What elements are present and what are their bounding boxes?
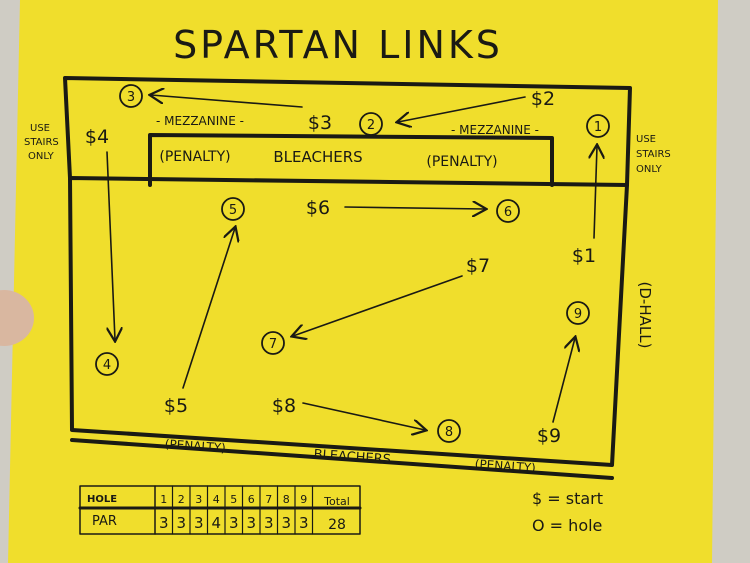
hole-number: 8: [445, 425, 453, 440]
scorecard-hole: 4: [213, 493, 220, 506]
scorecard-par: 3: [194, 514, 204, 532]
path-arrow-9: [552, 338, 575, 423]
path-arrow-1: [594, 146, 597, 239]
path-arrow-7: [293, 275, 463, 336]
use-stairs-left: USE STAIRS ONLY: [24, 123, 59, 162]
scorecard-par: 3: [176, 514, 186, 532]
mezzanine-outline: [63, 76, 632, 187]
hole-7-icon: [261, 331, 285, 355]
svg-text:STAIRS: STAIRS: [636, 149, 671, 160]
start-marker-6: $6: [306, 197, 330, 219]
scorecard-par: 3: [159, 514, 169, 532]
finger: [0, 290, 34, 346]
start-marker-5: $5: [164, 395, 188, 417]
scorecard-hole: 9: [300, 493, 307, 506]
main-floor-outline: [68, 176, 629, 467]
scorecard-par: 3: [299, 514, 309, 532]
scorecard-par-label: PAR: [92, 514, 117, 529]
hole-4-icon: [95, 352, 119, 376]
use-stairs-right: USE STAIRS ONLY: [636, 134, 671, 175]
penalty-label: (PENALTY): [426, 154, 497, 170]
scorecard-par: 3: [229, 514, 239, 532]
top-bleachers-box: [148, 133, 554, 187]
start-marker-1: $1: [572, 245, 596, 267]
start-marker-3: $3: [308, 112, 332, 134]
path-arrow-3: [151, 95, 303, 108]
hole-2-icon: [359, 112, 383, 136]
scorecard-par: 3: [281, 514, 291, 532]
bleachers-top-label: BLEACHERS: [273, 148, 362, 166]
hole-number: 7: [269, 337, 277, 352]
penalty-label: (PENALTY): [164, 437, 226, 455]
hole-5-icon: [221, 197, 245, 221]
hole-number: 4: [103, 358, 111, 373]
svg-text:ONLY: ONLY: [28, 151, 55, 162]
start-marker-8: $8: [272, 395, 296, 417]
hole-3-icon: [119, 84, 143, 108]
holes-and-starts: 1 2 3 4 5 6 7 8 9 $1 $2 $3 $4 $5 $6 $7 $8 $9: [85, 84, 610, 447]
penalty-label: (PENALTY): [474, 457, 536, 475]
start-marker-4: $4: [85, 126, 109, 148]
d-hall-label: (D-HALL): [636, 282, 654, 349]
bottom-bleachers-line: [70, 438, 614, 480]
svg-text:STAIRS: STAIRS: [24, 137, 59, 148]
scorecard-total-label: Total: [323, 495, 350, 508]
path-arrow-4: [106, 151, 115, 340]
bleachers-bottom-label: BLEACHERS: [313, 447, 391, 467]
walls: [63, 76, 632, 480]
map-title: SPARTAN LINKS: [173, 23, 503, 67]
hole-6-icon: [496, 199, 520, 223]
legend-start: $ = start: [532, 489, 603, 508]
start-marker-7: $7: [466, 255, 490, 277]
scorecard-par: 4: [211, 514, 221, 532]
scorecard-total-value: 28: [328, 517, 346, 533]
scorecard-hole: 5: [230, 493, 237, 506]
path-arrow-2: [398, 96, 526, 122]
scorecard-hole: 3: [195, 493, 202, 506]
start-marker-2: $2: [531, 88, 555, 110]
svg-text:ONLY: ONLY: [636, 164, 663, 175]
legend-hole: O = hole: [532, 516, 602, 535]
scorecard-par: 3: [246, 514, 256, 532]
scorecard-hole: 6: [248, 493, 255, 506]
path-arrow-6: [344, 207, 485, 209]
hole-9-icon: [566, 301, 590, 325]
hole-number: 1: [594, 120, 602, 135]
path-arrow-8: [302, 402, 425, 430]
paper-sheet: [8, 0, 718, 563]
path-arrow-5: [182, 228, 235, 389]
scorecard-hole-label: HOLE: [87, 494, 117, 505]
svg-text:USE: USE: [636, 134, 656, 145]
mezzanine-label-right: - MEZZANINE -: [451, 123, 539, 137]
scorecard-hole: 1: [160, 493, 167, 506]
hole-number: 2: [367, 118, 375, 133]
hole-8-icon: [437, 419, 461, 443]
scorecard-hole: 8: [283, 493, 290, 506]
hole-number: 9: [574, 307, 582, 322]
hole-number: 6: [504, 205, 512, 220]
penalty-label: (PENALTY): [159, 149, 230, 165]
mezzanine-label-left: - MEZZANINE -: [156, 114, 244, 128]
hole-number: 3: [127, 90, 135, 105]
hole-number: 5: [229, 203, 237, 218]
svg-text:USE: USE: [30, 123, 50, 134]
scorecard-par: 3: [264, 514, 274, 532]
scorecard-hole: 2: [178, 493, 185, 506]
start-marker-9: $9: [537, 425, 561, 447]
hole-1-icon: [586, 114, 610, 138]
scorecard-hole: 7: [265, 493, 272, 506]
